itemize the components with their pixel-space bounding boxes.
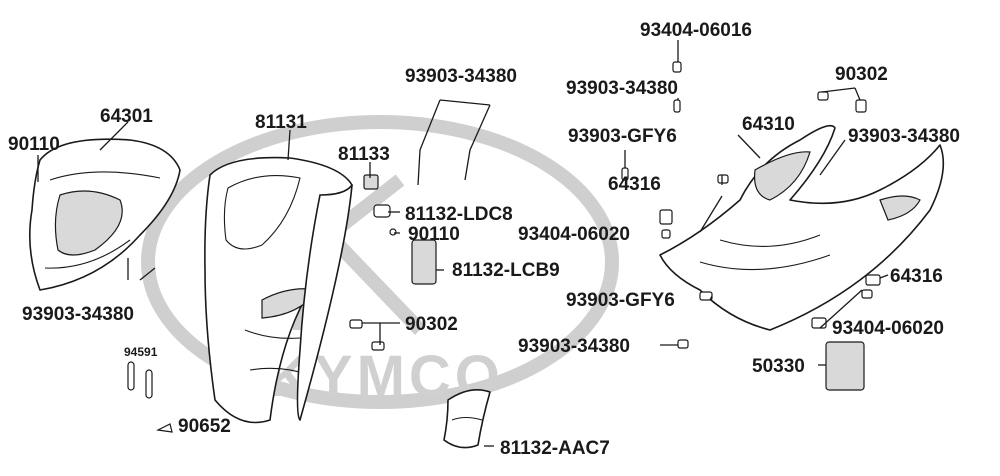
clip-90652 — [156, 423, 173, 433]
leader-lines — [37, 40, 889, 447]
label-81132-aac7: 81132-AAC7 — [500, 438, 610, 459]
label-94591: 94591 — [124, 345, 158, 359]
label-93903-34380-r3: 93903-34380 — [518, 336, 630, 357]
label-90110-a: 90110 — [8, 134, 60, 155]
label-93404-06020-b: 93404-06020 — [832, 318, 944, 339]
bracket-81132-AAC7 — [443, 389, 491, 449]
label-90302-mid: 90302 — [405, 314, 458, 335]
label-93903-34380-top: 93903-34380 — [405, 66, 517, 87]
label-93903-34380-left: 93903-34380 — [22, 304, 134, 325]
label-81132-ldc8: 81132-LDC8 — [405, 204, 513, 225]
label-93903-34380-r2: 93903-34380 — [848, 126, 960, 147]
springs-94591 — [127, 361, 153, 399]
label-50330: 50330 — [752, 356, 805, 377]
clips-90302 — [349, 319, 385, 351]
floor-panel-64310 — [659, 124, 945, 331]
label-64310: 64310 — [742, 114, 795, 135]
label-93404-06020-a: 93404-06020 — [518, 224, 630, 245]
label-81131: 81131 — [255, 112, 307, 133]
label-90302-right: 90302 — [835, 64, 888, 85]
windscreen-64301 — [28, 138, 181, 291]
label-93404-06016: 93404-06016 — [640, 20, 752, 41]
label-93903-gfy6-r1: 93903-GFY6 — [568, 126, 677, 147]
label-81132-lcb9: 81132-LCB9 — [452, 260, 560, 281]
label-64316-b: 64316 — [890, 266, 943, 287]
label-90110-b: 90110 — [408, 224, 460, 245]
wire-harness-93903-34380 — [363, 99, 491, 285]
part-labels: 90110 64301 93903-34380 94591 90652 8113… — [8, 20, 960, 459]
label-81133: 81133 — [338, 144, 390, 165]
label-93903-gfy6-r2: 93903-GFY6 — [566, 290, 675, 311]
label-90652: 90652 — [178, 416, 231, 437]
label-93903-34380-r1: 93903-34380 — [566, 78, 678, 99]
front-panel-81131 — [204, 156, 353, 424]
label-64301: 64301 — [100, 106, 153, 127]
right-hardware — [621, 61, 881, 391]
label-64316-a: 64316 — [608, 174, 661, 195]
